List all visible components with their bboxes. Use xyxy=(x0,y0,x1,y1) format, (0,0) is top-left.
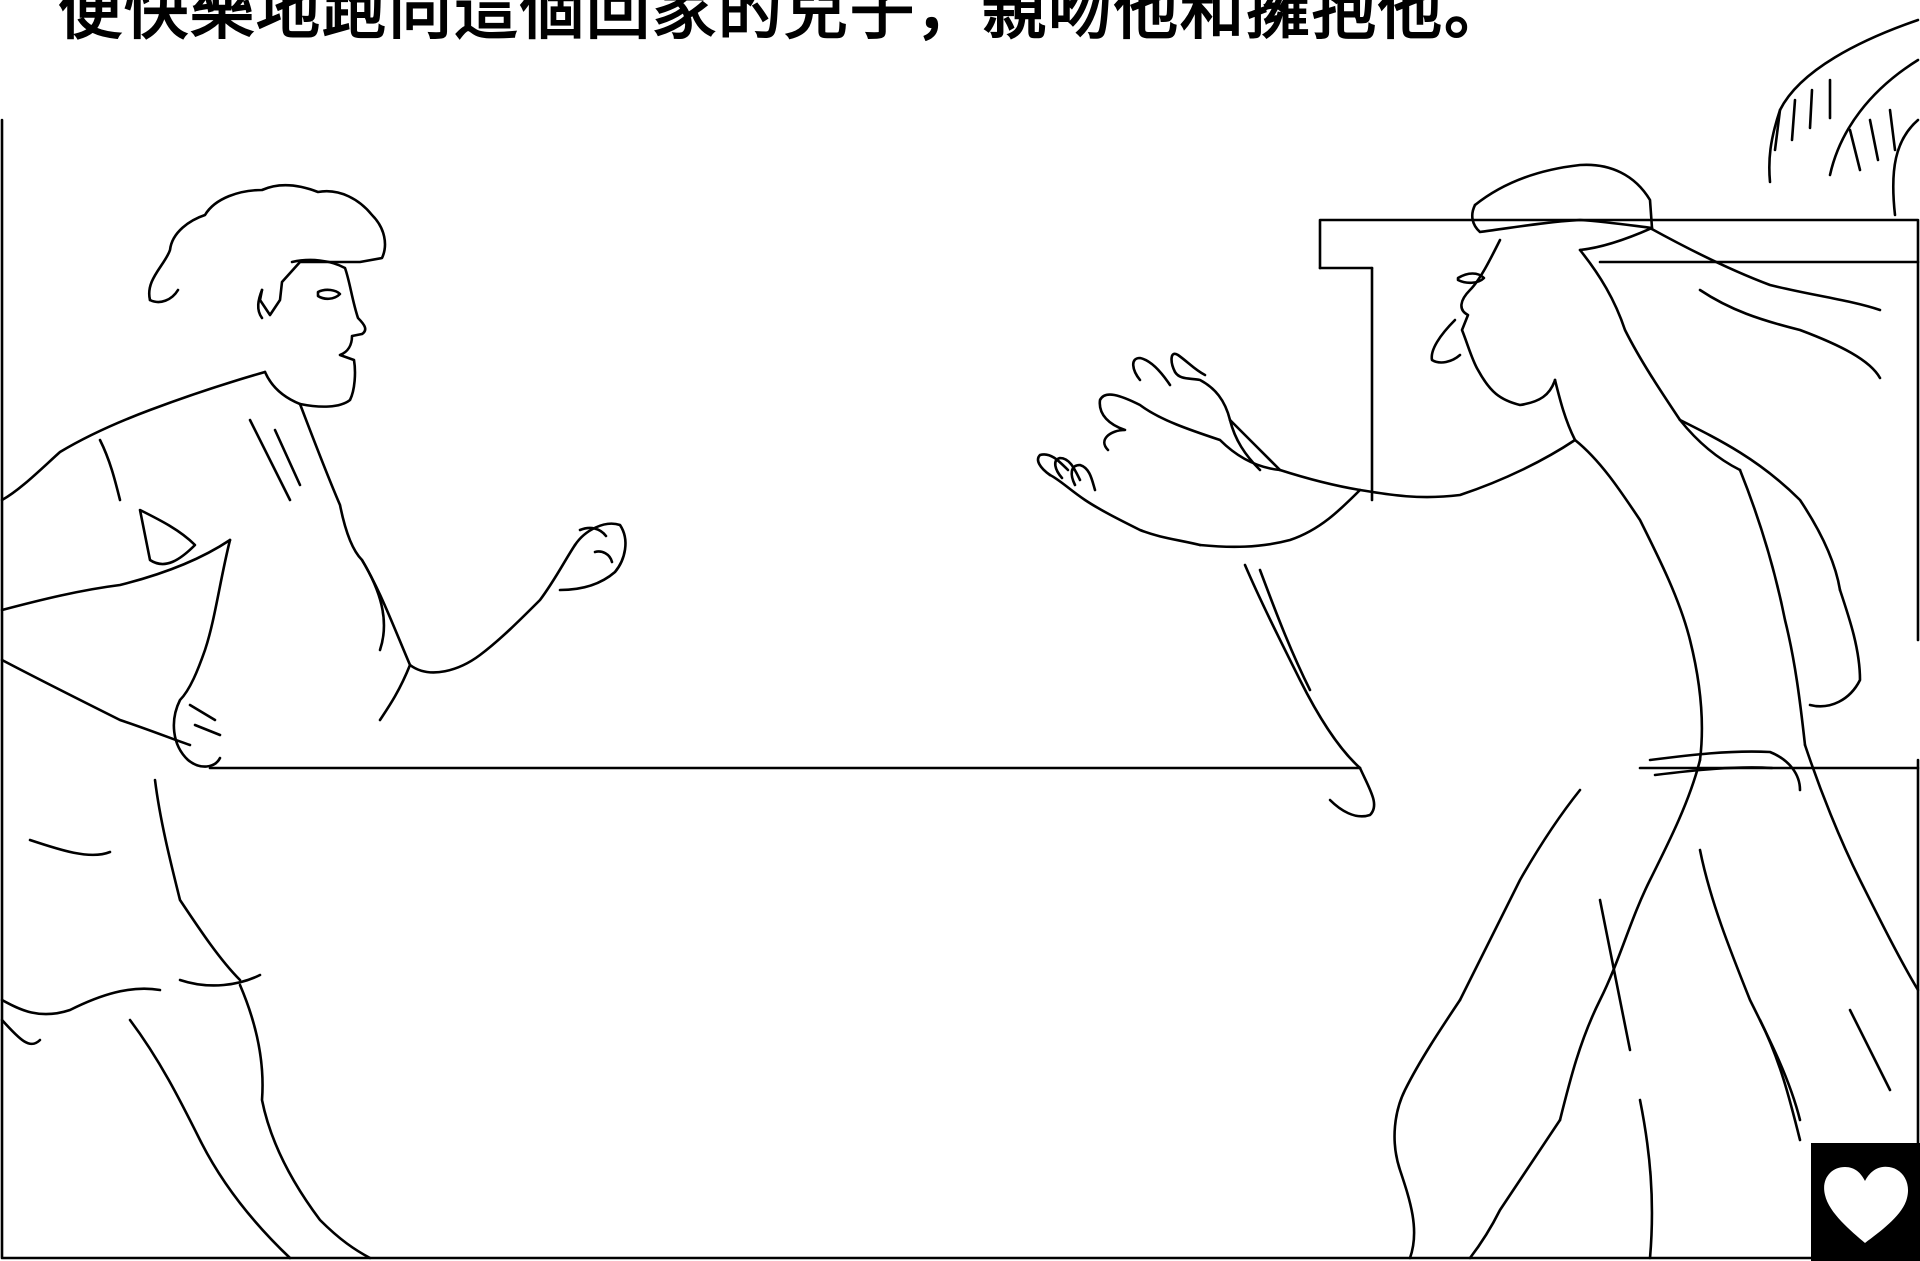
heart-icon xyxy=(1824,1166,1909,1243)
caption-text: 便快樂地跑向這個回家的兒子，親吻他和擁抱他。 xyxy=(58,0,1510,49)
logo-badge xyxy=(1811,1143,1920,1261)
house-wall xyxy=(1318,218,1920,642)
son-figure xyxy=(0,183,627,1260)
father-figure xyxy=(1036,163,1920,1260)
palm-leaves xyxy=(1768,18,1920,217)
page-frame xyxy=(0,118,1920,1260)
